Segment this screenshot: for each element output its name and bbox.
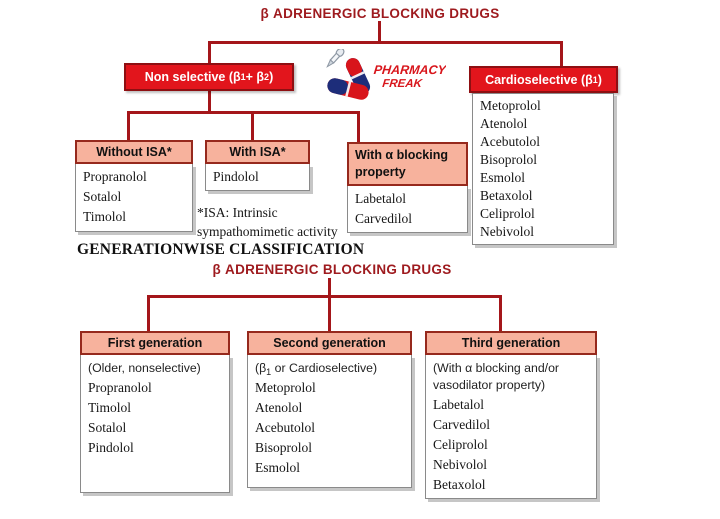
first-generation-group: First generation (Older, nonselective) P… [80,331,230,493]
logo-text-line1: PHARMACY [373,63,446,77]
drug-item: Betaxolol [480,188,533,203]
drug-item: Atenolol [255,400,303,415]
generation-subtitle: (With α blocking and/or vasodilator prop… [433,361,560,392]
third-generation-list: (With α blocking and/or vasodilator prop… [425,355,597,499]
drug-item: Sotalol [83,189,122,204]
drug-item: Bisoprolol [255,440,313,455]
drug-item: Pindolol [213,169,259,184]
dropper-icon [326,49,345,68]
drug-item: Propranolol [83,169,147,184]
connector [328,295,331,331]
drug-item: Carvedilol [433,417,490,432]
drug-item: Timolol [88,400,132,415]
diagram2-title: β ADRENERGIC BLOCKING DRUGS [212,262,452,277]
drug-item: Labetalol [433,397,484,412]
drug-item: Atenolol [480,116,528,131]
connector [147,295,502,298]
connector [208,41,211,64]
connector [560,41,563,67]
connector [499,295,502,331]
connector [208,90,211,113]
drug-item: Nebivolol [433,457,487,472]
with-isa-drug-list: Pindolol [205,164,310,191]
isa-footnote: *ISA: Intrinsic sympathomimetic activity [197,205,338,239]
drug-item: Esmolol [480,170,526,185]
first-generation-header: First generation [80,331,230,355]
drug-item: Esmolol [255,460,301,475]
drug-item: Acebutolol [255,420,315,435]
drug-item: Sotalol [88,420,127,435]
connector [127,111,360,114]
connector [378,21,381,43]
second-generation-header: Second generation [247,331,412,355]
connector [208,41,563,44]
drug-item: Betaxolol [433,477,486,492]
drug-item: Carvedilol [355,211,412,226]
drug-item: Metoprolol [255,380,316,395]
diagram1-title: β ADRENERGIC BLOCKING DRUGS [260,6,500,21]
with-isa-group: With ISA* Pindolol [205,140,310,191]
third-generation-group: Third generation (With α blocking and/or… [425,331,597,499]
third-generation-header: Third generation [425,331,597,355]
connector [328,278,331,297]
drug-item: Celiprolol [433,437,488,452]
drug-item: Timolol [83,209,127,224]
connector [357,111,360,142]
connector [127,111,130,140]
drug-item: Bisoprolol [480,152,538,167]
generation-subtitle: (Older, nonselective) [88,361,201,375]
drug-item: Nebivolol [480,224,534,239]
drug-item: Labetalol [355,191,406,206]
capsule-icon [327,78,369,100]
second-generation-group: Second generation (β1 or Cardioselective… [247,331,412,488]
section-heading: GENERATIONWISE CLASSIFICATION [77,241,365,258]
without-isa-header: Without ISA* [75,140,193,164]
connector [147,295,150,331]
capsule-icon [345,58,371,94]
drug-item: Acebutolol [480,134,540,149]
connector [251,111,254,140]
alpha-blocking-header: With α blocking property [347,142,468,186]
drug-item: Celiprolol [480,206,535,221]
drug-item: Metoprolol [480,98,541,113]
drug-item: Pindolol [88,440,134,455]
drug-item: Propranolol [88,380,152,395]
generation-subtitle: (β1 or Cardioselective) [255,361,378,377]
logo-text-line2: FREAK [382,78,424,90]
pharmacy-freak-logo: PHARMACY FREAK [326,49,446,100]
with-isa-header: With ISA* [205,140,310,164]
